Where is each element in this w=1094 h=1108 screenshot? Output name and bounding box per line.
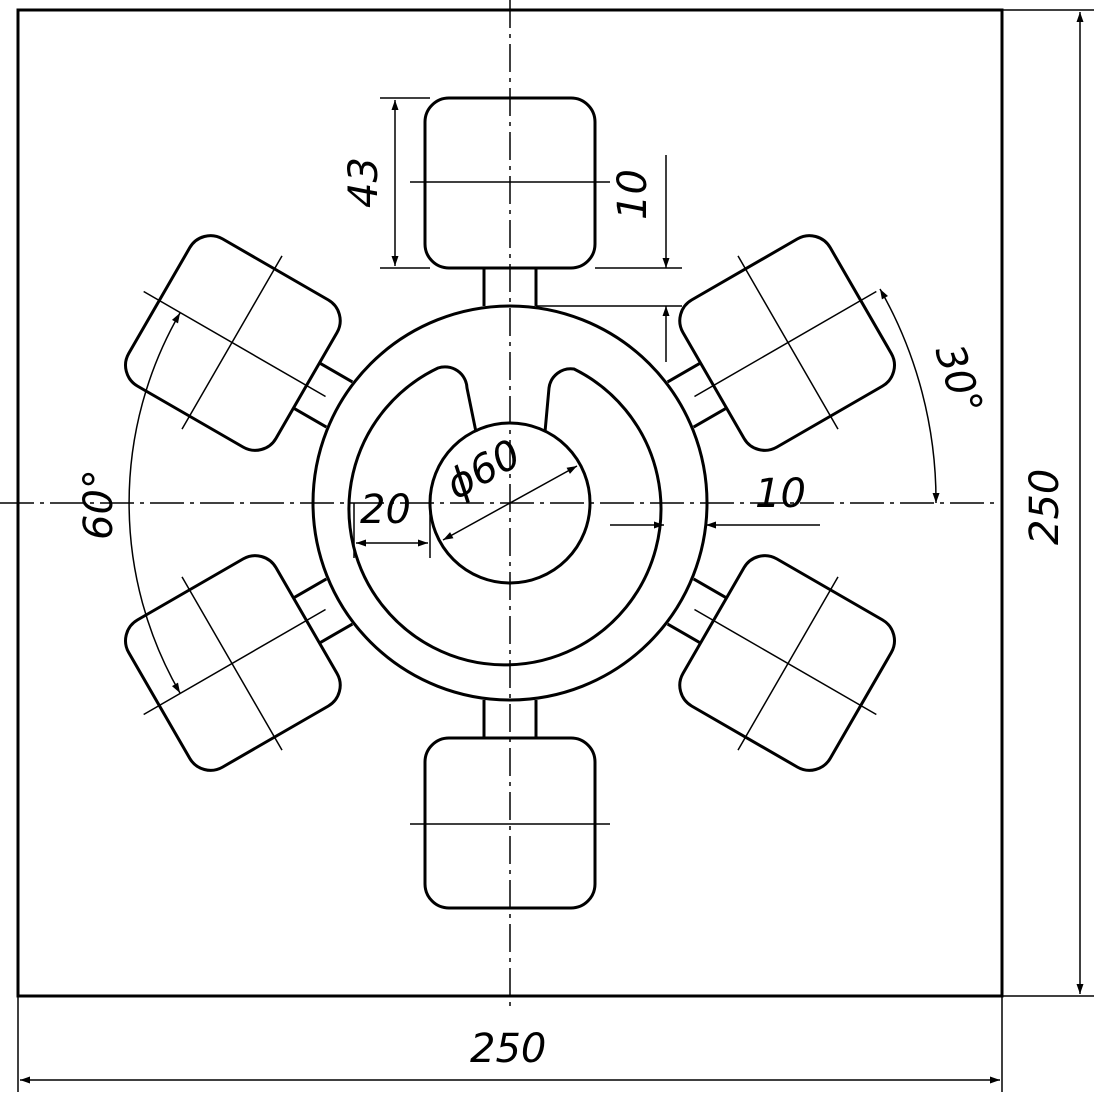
pitch-angle-text: 60° <box>76 469 122 540</box>
ring-wall-dimension-text: 10 <box>755 471 806 517</box>
inner-slot-contour <box>347 365 663 667</box>
width-dimension-text: 250 <box>470 1026 546 1072</box>
offset-angle-arc <box>879 288 940 504</box>
block-lower-left <box>124 554 354 772</box>
offset-angle-text: 30° <box>925 339 991 421</box>
block-height-dimension-text: 43 <box>341 157 387 208</box>
slot-width-dimension-text: 20 <box>360 487 411 533</box>
bore-diameter-dimension-line <box>442 465 578 541</box>
block-gap-dimension-text: 10 <box>610 169 656 220</box>
bore-diameter-dimension-text: ϕ60 <box>439 431 529 509</box>
height-dimension-text: 250 <box>1022 469 1068 545</box>
block-upper-right <box>666 234 896 452</box>
pitch-angle-arc <box>128 312 181 694</box>
block-lower-right <box>666 554 896 772</box>
block-upper-left <box>124 234 354 452</box>
